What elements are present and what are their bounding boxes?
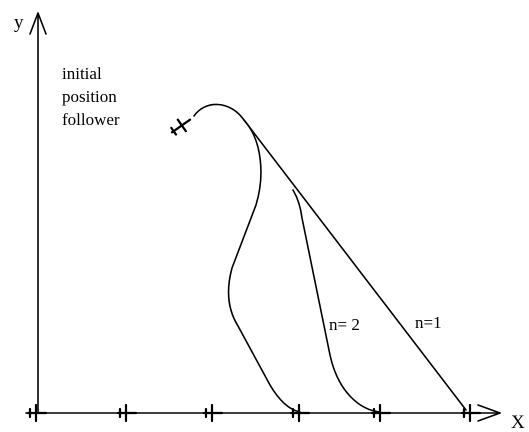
pursuit-path-outer xyxy=(227,119,301,413)
leader-airplane-icon xyxy=(370,403,392,423)
follower-airplane-icon xyxy=(170,118,192,136)
initial-loop-curve xyxy=(193,103,245,121)
y-axis: y xyxy=(14,12,47,414)
y-axis-label: y xyxy=(14,12,24,33)
x-axis-label: X xyxy=(511,412,525,432)
leader-airplane-icon xyxy=(202,403,224,423)
leader-airplane-icon xyxy=(116,403,138,423)
follower-label-line-2: position xyxy=(62,87,117,106)
x-axis: X xyxy=(25,404,525,432)
leader-airplane-icon xyxy=(289,403,311,423)
label-n2: n= 2 xyxy=(329,315,360,334)
leader-airplane-icon xyxy=(26,403,48,423)
leader-airplanes xyxy=(26,403,482,423)
pursuit-path-n2 xyxy=(292,189,381,413)
leader-airplane-icon xyxy=(460,403,482,423)
follower-label-line-1: initial xyxy=(62,64,102,83)
pursuit-path-n1 xyxy=(243,119,467,411)
label-n1: n=1 xyxy=(415,313,442,332)
follower-label: initial position follower xyxy=(62,64,120,129)
follower-label-line-3: follower xyxy=(62,110,120,129)
